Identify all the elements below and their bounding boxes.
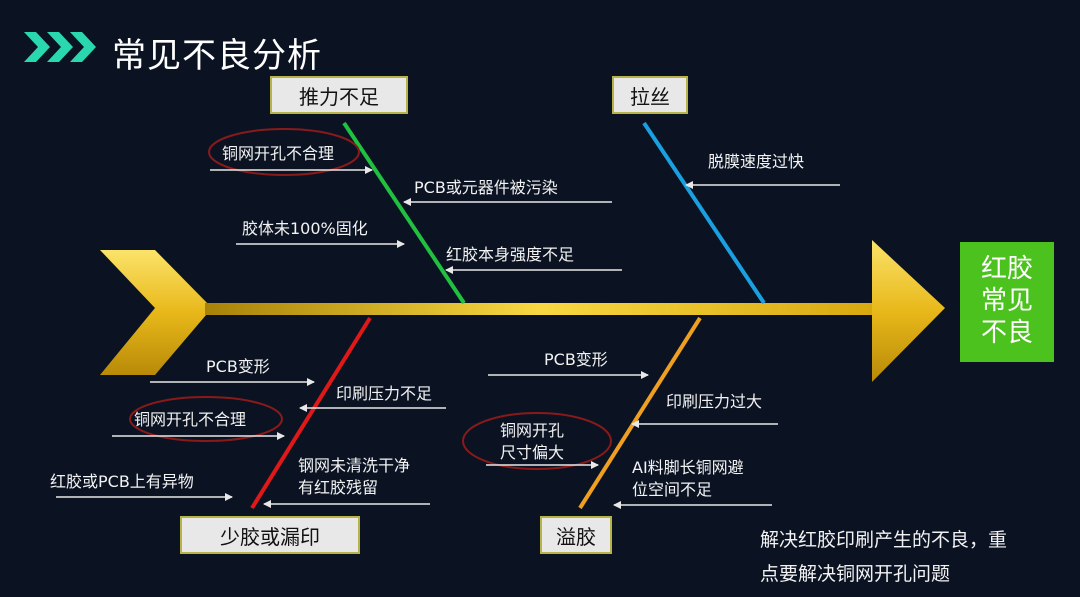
cause-label: PCB变形 xyxy=(544,350,608,369)
cause-label: 红胶或PCB上有异物 xyxy=(50,472,194,491)
effect-line: 常见 xyxy=(980,286,1033,317)
cause-label: 印刷压力过大 xyxy=(666,392,763,411)
cause-label: 脱膜速度过快 xyxy=(708,152,805,171)
bone-insufficient xyxy=(250,316,372,510)
highlight-ellipse xyxy=(462,412,612,470)
summary-note-line: 点要解决铜网开孔问题 xyxy=(760,562,951,585)
category-stringing: 拉丝 xyxy=(612,76,688,114)
category-overflow: 溢胶 xyxy=(540,516,612,554)
bone-overflow xyxy=(578,316,702,510)
highlight-ellipse xyxy=(129,396,283,442)
spine-head-arrow xyxy=(872,240,945,382)
cause-label: PCB变形 xyxy=(206,357,270,376)
spine-tail-chevron xyxy=(100,250,212,375)
bone-stringing xyxy=(642,121,766,305)
cause-label: 红胶本身强度不足 xyxy=(446,245,575,264)
cause-label: 印刷压力不足 xyxy=(336,384,433,403)
spine-line xyxy=(205,303,875,315)
bone-push xyxy=(342,121,466,305)
highlight-ellipse xyxy=(208,128,360,176)
cause-label: 胶体未100%固化 xyxy=(242,219,368,238)
cause-label: 钢网未清洗干净 xyxy=(298,456,411,475)
page-title: 常见不良分析 xyxy=(112,36,322,76)
effect-line: 不良 xyxy=(980,317,1033,348)
cause-label: 位空间不足 xyxy=(632,480,713,499)
triple-chevron-icon xyxy=(24,32,96,62)
cause-label: 铜网开孔不合理 xyxy=(222,144,335,163)
effect-line: 红胶 xyxy=(980,254,1033,285)
cause-label: 铜网开孔 xyxy=(500,421,565,440)
cause-label: AI料脚长铜网避 xyxy=(632,458,744,477)
cause-label: 有红胶残留 xyxy=(298,478,379,497)
cause-label: 尺寸偏大 xyxy=(500,443,565,462)
summary-note: 解决红胶印刷产生的不良，重 点要解决铜网开孔问题 xyxy=(760,524,1070,592)
summary-note-line: 解决红胶印刷产生的不良，重 xyxy=(760,529,1008,551)
category-insufficient: 少胶或漏印 xyxy=(180,516,360,554)
effect-box: 红胶 常见 不良 xyxy=(960,242,1054,362)
cause-label: 铜网开孔不合理 xyxy=(134,410,247,429)
category-push: 推力不足 xyxy=(270,76,408,114)
cause-label: PCB或元器件被污染 xyxy=(414,178,558,197)
